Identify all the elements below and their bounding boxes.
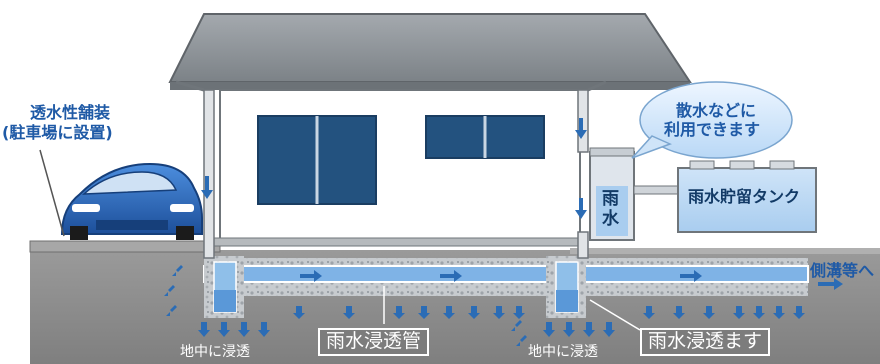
speech-bubble xyxy=(631,81,793,159)
basin-water-right xyxy=(556,290,578,312)
to-side-ditch-label: 側溝等へ xyxy=(810,261,875,280)
car-icon xyxy=(60,162,203,240)
ground-infiltration-left-label: 地中に浸透 xyxy=(180,344,250,360)
connector-pipe xyxy=(633,185,679,195)
pipe-flow-arrows xyxy=(300,270,843,290)
infiltration-pipe-label: 雨水浸透管 xyxy=(318,328,430,356)
rainwater-tank-label: 雨水貯留タンク xyxy=(688,187,801,206)
rain-barrel-label-1: 雨 xyxy=(602,189,619,209)
infiltration-pipe xyxy=(203,265,809,283)
parking-installation-label: (駐車場に設置) xyxy=(2,123,113,142)
down-arrow-icon xyxy=(575,118,587,139)
infiltration-basin-label: 雨水浸透ます xyxy=(640,328,771,356)
permeable-paving-label: 透水性舗装 xyxy=(30,103,111,122)
house-roof xyxy=(168,13,692,83)
permeable-paving-title: 透水性舗装 xyxy=(30,103,111,122)
downspout-left xyxy=(203,89,215,259)
rain-barrel-label-2: 水 xyxy=(602,209,619,229)
infiltration-arrows xyxy=(164,265,805,346)
permeable-pavement xyxy=(29,240,221,253)
down-arrow-icon xyxy=(575,198,587,219)
watering-use-line2: 利用できます xyxy=(664,120,761,139)
paving-leader xyxy=(39,149,65,237)
basin-water-left xyxy=(214,290,236,312)
down-arrow-icon xyxy=(201,176,213,199)
watering-use-line1: 散水などに xyxy=(676,101,757,120)
ground-surface-right xyxy=(570,248,880,254)
storage-tank xyxy=(677,167,817,233)
ground-infiltration-right-label: 地中に浸透 xyxy=(528,344,598,360)
basin-leader xyxy=(589,299,641,331)
